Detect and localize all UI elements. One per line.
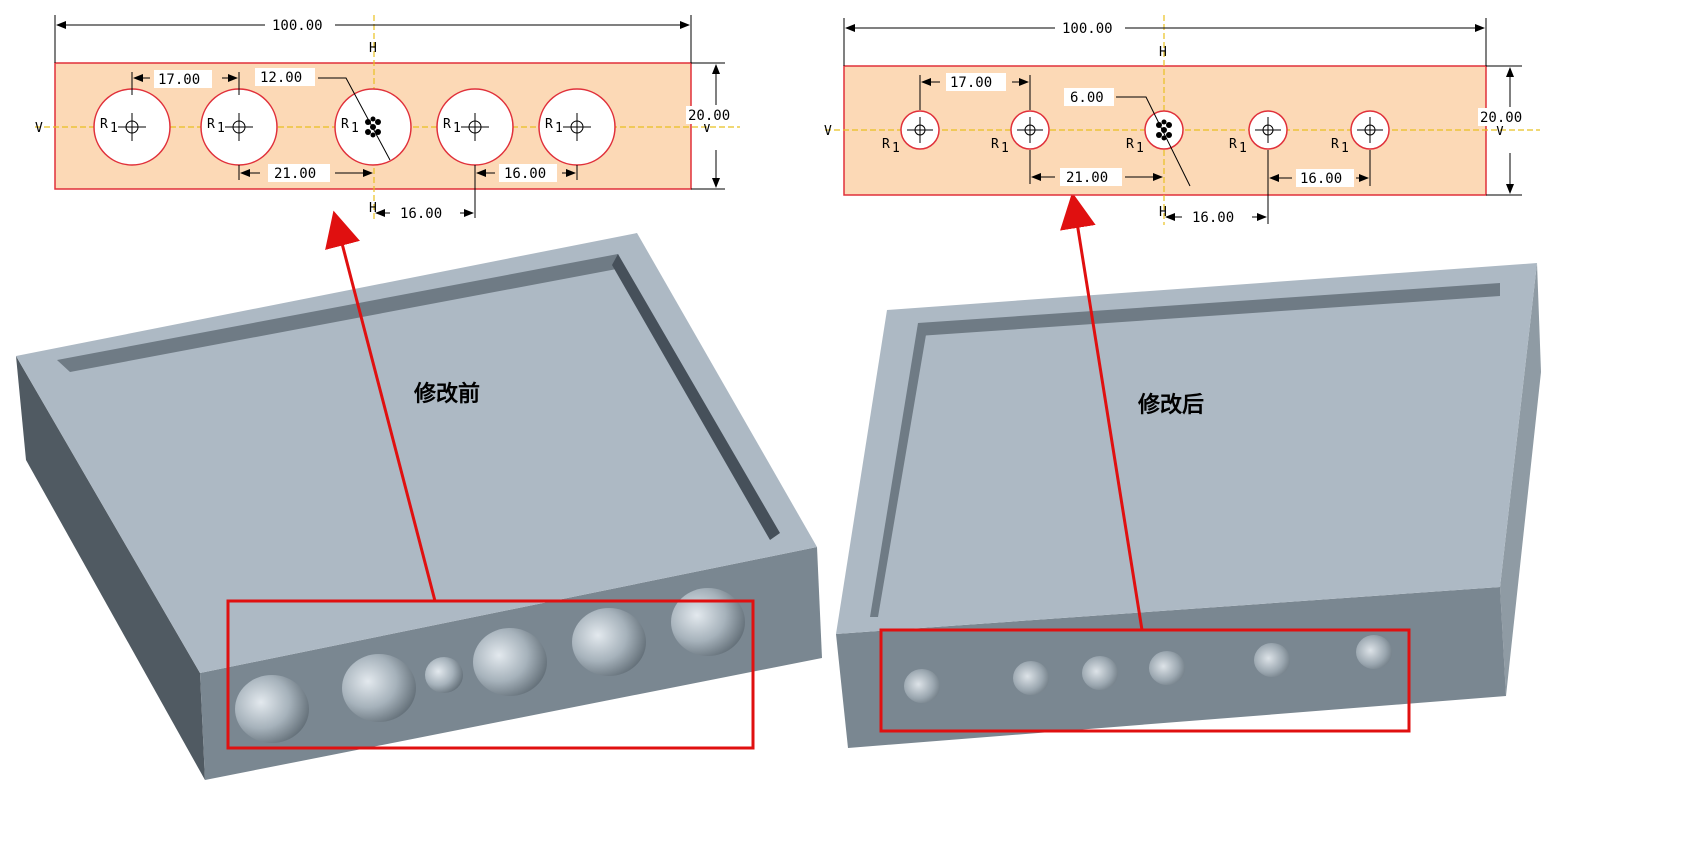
hole-before-5 xyxy=(572,608,646,676)
sketch-after-r-3: R xyxy=(1126,137,1134,152)
highlight-box-before xyxy=(226,599,755,750)
sketch-before-r-sub-4: 1 xyxy=(453,121,461,136)
sketch-before-r-sub-3: 1 xyxy=(351,121,359,136)
sketch-after-dim-height: 20.00 xyxy=(1480,110,1522,126)
sketch-after-r-sub-5: 1 xyxy=(1341,141,1349,156)
hole-before-3 xyxy=(425,657,463,693)
hole-after-6 xyxy=(1356,635,1392,669)
sketch-after-dim-pitch-right: 16.00 xyxy=(1300,171,1342,187)
block-after xyxy=(836,263,1541,748)
sketch-after-h-top: H xyxy=(1159,45,1167,60)
block-after-back-groove xyxy=(918,283,1500,336)
sketch-before-r-1: R xyxy=(100,117,108,132)
sketch-after-dim-width: 100.00 xyxy=(1062,21,1113,37)
sketch-before-h-bottom: H xyxy=(369,201,377,216)
sketch-before-dim-width: 100.00 xyxy=(272,18,323,34)
block-after-top-face xyxy=(836,263,1537,634)
sketch-after-dim-pitch-bottom: 16.00 xyxy=(1192,210,1234,226)
block-after-left-groove xyxy=(870,323,928,617)
sketch-before-r-4: R xyxy=(443,117,451,132)
hole-before-6 xyxy=(671,588,745,656)
hole-after-2 xyxy=(1013,661,1049,695)
hole-after-3 xyxy=(1082,656,1118,690)
annotations xyxy=(226,192,1411,750)
sketch-after-r-4: R xyxy=(1229,137,1237,152)
sketch-before-dim-pitch-middle: 21.00 xyxy=(274,166,316,182)
sketch-before-dim-center-hole: 12.00 xyxy=(260,70,302,86)
hole-after-1 xyxy=(904,669,940,703)
sketch-before-r-2: R xyxy=(207,117,215,132)
block-before-right-groove xyxy=(612,254,780,540)
sketch-after-r-2: R xyxy=(991,137,999,152)
sketch-before-h-top: H xyxy=(369,41,377,56)
caption-before: 修改前 xyxy=(413,381,480,407)
sketch-before-r-5: R xyxy=(545,117,553,132)
hole-before-1 xyxy=(235,675,309,743)
sketch-before-r-sub-2: 1 xyxy=(217,121,225,136)
arrow-after xyxy=(1060,192,1144,631)
sketch-before: R 1 R 1 R 1 R 1 R 1 V V H H xyxy=(35,15,740,222)
hole-before-4 xyxy=(473,628,547,696)
sketch-after-r-sub-2: 1 xyxy=(1001,141,1009,156)
sketch-before-v-left: V xyxy=(35,121,43,136)
sketch-before-dim-height: 20.00 xyxy=(688,108,730,124)
sketch-after-v-right: V xyxy=(1496,124,1504,139)
sketch-after-dim-pitch-middle: 21.00 xyxy=(1066,170,1108,186)
block-before-back-groove xyxy=(57,254,622,372)
sketch-before-r-3: R xyxy=(341,117,349,132)
sketch-after-dim-pitch-left: 17.00 xyxy=(950,75,992,91)
highlight-box-after xyxy=(879,628,1411,733)
arrow-before xyxy=(325,210,437,602)
block-before-side-face xyxy=(16,356,205,780)
hole-after-5 xyxy=(1254,643,1290,677)
block-after-side-face xyxy=(1500,263,1541,696)
sketch-before-dim-pitch-left: 17.00 xyxy=(158,72,200,88)
sketch-after-r-sub-3: 1 xyxy=(1136,141,1144,156)
sketch-after-r-5: R xyxy=(1331,137,1339,152)
sketch-after-r-sub-1: 1 xyxy=(892,141,900,156)
sketch-after-v-left: V xyxy=(824,124,832,139)
sketch-before-v-right: V xyxy=(703,121,711,136)
sketch-before-r-sub-5: 1 xyxy=(555,121,563,136)
sketch-after-r-sub-4: 1 xyxy=(1239,141,1247,156)
sketch-after: R 1 R 1 R 1 R 1 R 1 V V H H xyxy=(824,15,1540,226)
hole-before-2 xyxy=(342,654,416,722)
sketch-after-h-bottom: H xyxy=(1159,205,1167,220)
sketch-before-dim-pitch-right: 16.00 xyxy=(504,166,546,182)
sketch-after-r-1: R xyxy=(882,137,890,152)
hole-after-4 xyxy=(1149,651,1185,685)
caption-after: 修改后 xyxy=(1137,392,1204,418)
sketch-before-r-sub-1: 1 xyxy=(110,121,118,136)
sketch-after-dim-center-hole: 6.00 xyxy=(1070,90,1104,106)
sketch-before-center-3-cluster xyxy=(365,116,381,138)
block-before xyxy=(16,233,822,780)
sketch-before-dim-pitch-bottom: 16.00 xyxy=(400,206,442,222)
